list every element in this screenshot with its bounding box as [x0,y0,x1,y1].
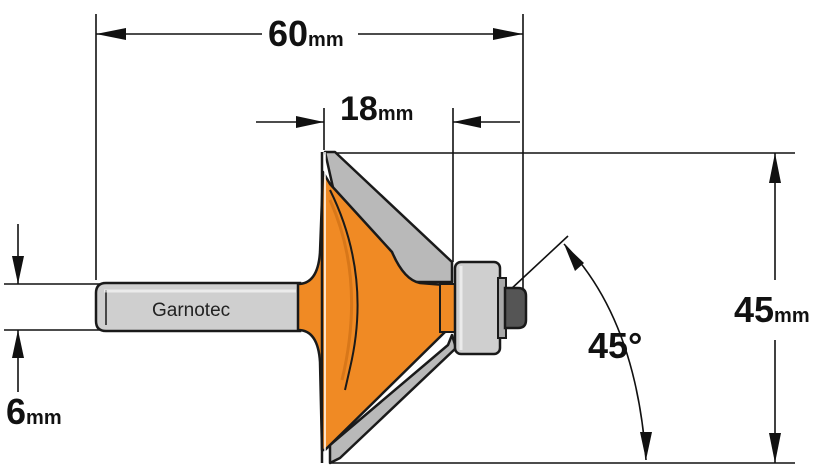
angle-label: 45° [588,325,642,366]
shank [94,281,302,333]
dimension-lines [4,14,795,464]
cutting-height-label: 45mm [734,289,810,330]
bearing-screw [503,286,528,330]
cutter-body [296,170,457,452]
router-bit [94,150,528,465]
shank-diameter-label: 6mm [6,391,62,432]
cutting-width-label: 18mm [340,90,413,128]
overall-length-label: 60mm [268,13,344,54]
brand-label: Garnotec [152,300,230,321]
